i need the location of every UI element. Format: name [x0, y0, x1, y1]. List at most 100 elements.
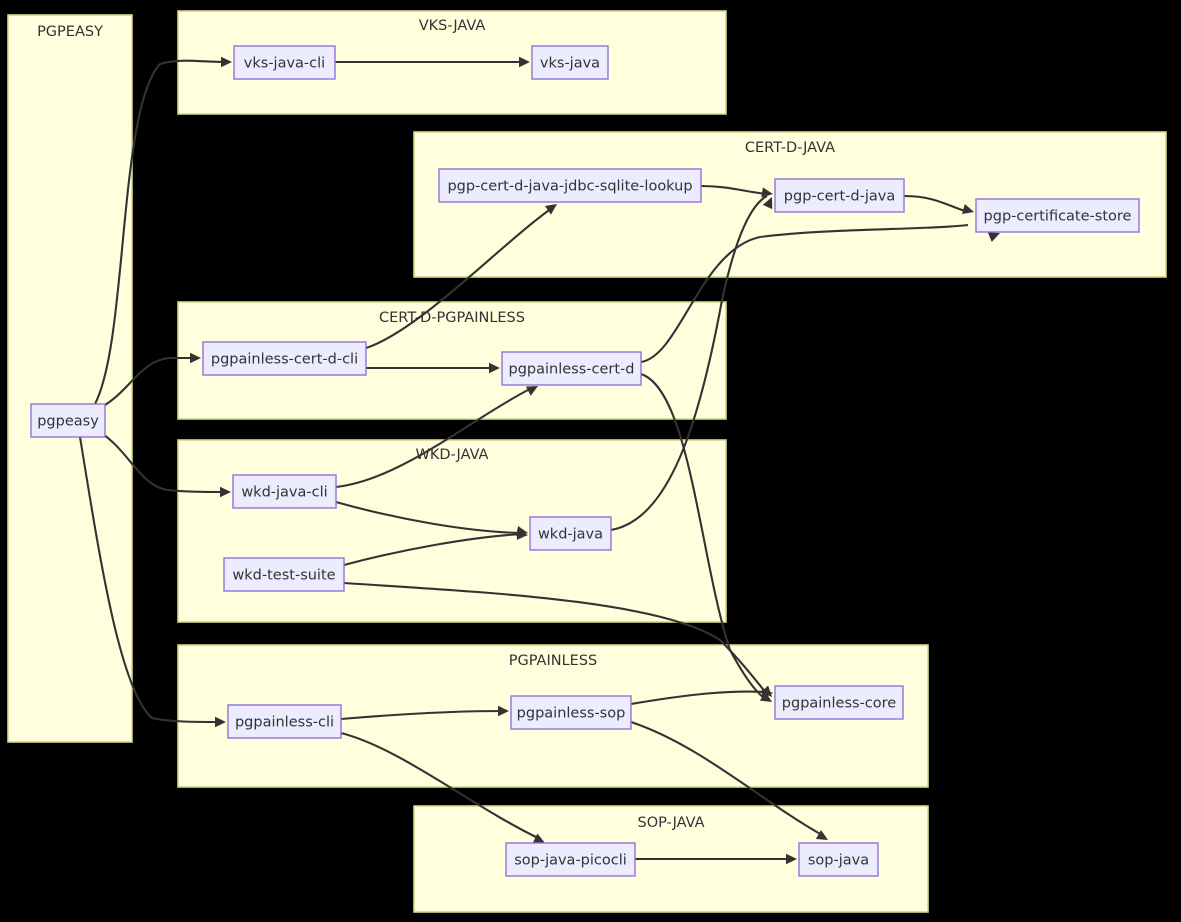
node-label-vks-java: vks-java: [540, 56, 600, 72]
node-pgpeasy[interactable]: pgpeasy: [30, 403, 106, 438]
node-label-vks-java-cli: vks-java-cli: [244, 56, 325, 72]
node-label-pgp-cert-d-java-jdbc-sqlite-lookup: pgp-cert-d-java-jdbc-sqlite-lookup: [447, 179, 692, 195]
node-pgpainless-core[interactable]: pgpainless-core: [774, 685, 904, 720]
node-label-pgp-cert-d-java: pgp-cert-d-java: [784, 189, 895, 205]
node-label-pgpeasy: pgpeasy: [37, 414, 99, 430]
node-label-wkd-test-suite: wkd-test-suite: [232, 568, 335, 584]
arrow-head: [519, 56, 530, 68]
cluster-label-cert-d-pgpainless: CERT-D-PGPAINLESS: [379, 310, 525, 326]
node-vks-java-cli[interactable]: vks-java-cli: [233, 45, 336, 80]
arrowheads-layer: [190, 56, 1000, 865]
node-label-pgpainless-sop: pgpainless-sop: [517, 706, 626, 722]
node-rect-wkd-java[interactable]: [529, 516, 612, 551]
node-rect-pgp-cert-d-java[interactable]: [774, 178, 905, 213]
arrow-head: [761, 688, 773, 699]
node-wkd-java-cli[interactable]: wkd-java-cli: [232, 474, 337, 509]
edge-pgp-cert-d-java-jdbc-sqlite-lookup-to-pgp-cert-d-java: [700, 184, 768, 196]
edge-pgpainless-sop-to-pgpainless-core: [630, 690, 768, 706]
arrow-head: [221, 56, 232, 68]
cluster-label-pgpainless: PGPAINLESS: [509, 653, 598, 669]
node-label-sop-java: sop-java: [808, 853, 869, 869]
node-rect-sop-java-picocli[interactable]: [505, 842, 636, 877]
node-rect-pgp-certificate-store[interactable]: [975, 198, 1140, 233]
node-rect-pgpeasy[interactable]: [30, 403, 106, 438]
edge-pgpeasy-to-wkd-java-cli: [99, 431, 226, 494]
arrow-head: [516, 529, 528, 540]
node-pgp-cert-d-java-jdbc-sqlite-lookup[interactable]: pgp-cert-d-java-jdbc-sqlite-lookup: [438, 168, 702, 203]
edge-pgpeasy-to-vks-java-cli: [94, 59, 227, 405]
node-pgpainless-cert-d[interactable]: pgpainless-cert-d: [501, 351, 642, 386]
arrow-head: [220, 486, 231, 498]
edge-pgp-cert-d-java-to-pgp-certificate-store: [903, 194, 969, 214]
arrow-head: [815, 829, 828, 840]
cluster-rect-pgpeasy: [7, 14, 133, 743]
node-rect-wkd-java-cli[interactable]: [232, 474, 337, 509]
node-rect-pgpainless-cli[interactable]: [227, 704, 342, 739]
edge-wkd-java-to-pgp-cert-d-java: [610, 195, 768, 532]
cluster-wkd-java: WKD-JAVA: [177, 439, 727, 623]
cluster-label-pgpeasy: PGPEASY: [37, 24, 103, 40]
edge-pgpainless-cert-d-to-pgpainless-core: [640, 373, 768, 701]
cluster-pgpeasy: PGPEASY: [7, 14, 133, 743]
node-sop-java-picocli[interactable]: sop-java-picocli: [505, 842, 636, 877]
node-label-pgpainless-cli: pgpainless-cli: [235, 715, 334, 731]
node-pgpainless-sop[interactable]: pgpainless-sop: [510, 695, 632, 730]
edge-pgpainless-sop-to-sop-java: [630, 721, 823, 836]
arrow-head: [489, 362, 500, 374]
edge-pgpainless-cli-to-sop-java-picocli: [340, 731, 539, 839]
node-rect-pgpainless-cert-d-cli[interactable]: [202, 341, 367, 376]
node-label-wkd-java: wkd-java: [538, 527, 603, 543]
arrow-head: [762, 197, 773, 210]
node-rect-wkd-test-suite[interactable]: [223, 557, 345, 592]
arrow-head: [987, 232, 1000, 242]
cluster-label-vks-java: VKS-JAVA: [419, 18, 486, 34]
nodes-layer: pgpeasy vks-java-cli vks-java pgp-cert-d-ja…: [30, 45, 1140, 877]
node-rect-pgpainless-core[interactable]: [774, 685, 904, 720]
node-label-pgpainless-cert-d-cli: pgpainless-cert-d-cli: [211, 352, 358, 368]
edge-wkd-test-suite-to-wkd-java: [343, 532, 523, 567]
node-label-sop-java-picocli: sop-java-picocli: [514, 853, 627, 869]
node-rect-pgp-cert-d-java-jdbc-sqlite-lookup[interactable]: [438, 168, 702, 203]
node-pgp-certificate-store[interactable]: pgp-certificate-store: [975, 198, 1140, 233]
node-pgp-cert-d-java[interactable]: pgp-cert-d-java: [774, 178, 905, 213]
arrow-head: [498, 705, 509, 717]
edge-wkd-java-cli-to-wkd-java: [335, 500, 523, 535]
node-label-pgpainless-core: pgpainless-core: [782, 696, 896, 712]
node-rect-pgpainless-cert-d[interactable]: [501, 351, 642, 386]
edge-pgpainless-cli-to-pgpainless-sop: [340, 709, 504, 721]
node-wkd-test-suite[interactable]: wkd-test-suite: [223, 557, 345, 592]
node-pgpainless-cert-d-cli[interactable]: pgpainless-cert-d-cli: [202, 341, 367, 376]
edge-pgpainless-cert-d-to-pgp-certificate-store: [640, 223, 969, 364]
node-vks-java[interactable]: vks-java: [531, 45, 609, 80]
cluster-label-cert-d-java: CERT-D-JAVA: [745, 140, 835, 156]
node-wkd-java[interactable]: wkd-java: [529, 516, 612, 551]
cluster-rect-wkd-java: [177, 439, 727, 623]
node-rect-pgpainless-sop[interactable]: [510, 695, 632, 730]
edge-pgpainless-cert-d-cli-to-pgp-cert-d-java-jdbc-sqlite-lookup: [365, 207, 553, 349]
arrow-head: [190, 352, 201, 364]
edge-wkd-java-cli-to-pgpainless-cert-d: [335, 389, 529, 489]
arrow-head: [532, 833, 545, 843]
node-pgpainless-cli[interactable]: pgpainless-cli: [227, 704, 342, 739]
node-rect-sop-java[interactable]: [798, 842, 879, 877]
node-label-wkd-java-cli: wkd-java-cli: [241, 485, 327, 501]
arrow-head: [525, 386, 538, 396]
cluster-vks-java: VKS-JAVA: [177, 10, 727, 115]
arrow-head: [215, 716, 226, 728]
arrow-head: [961, 203, 974, 214]
arrow-head: [759, 691, 772, 702]
edge-pgpeasy-to-pgpainless-cert-d-cli: [99, 356, 195, 409]
node-label-pgp-certificate-store: pgp-certificate-store: [984, 209, 1132, 225]
node-rect-vks-java-cli[interactable]: [233, 45, 336, 80]
edges-layer: [78, 59, 969, 861]
edge-pgpeasy-to-pgpainless-cli: [78, 436, 221, 724]
arrow-head: [545, 204, 557, 215]
arrow-head: [786, 853, 797, 865]
cluster-label-sop-java: SOP-JAVA: [637, 815, 704, 831]
edge-wkd-test-suite-to-pgpainless-core: [343, 581, 768, 695]
cluster-label-wkd-java: WKD-JAVA: [416, 447, 489, 463]
arrow-head: [761, 187, 773, 198]
node-rect-vks-java[interactable]: [531, 45, 609, 80]
node-sop-java[interactable]: sop-java: [798, 842, 879, 877]
